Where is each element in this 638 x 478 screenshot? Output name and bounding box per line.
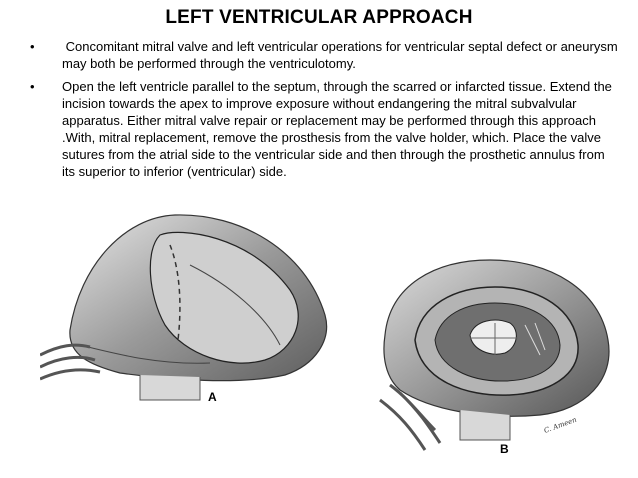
surgical-illustration: A B C. Ameen (40, 205, 630, 475)
bullet-item: • Open the left ventricle parallel to th… (30, 78, 620, 180)
bullet-list: • Concomitant mitral valve and left vent… (30, 38, 620, 186)
bullet-text: Open the left ventricle parallel to the … (62, 79, 612, 179)
panel-b-label: B (500, 442, 509, 456)
panel-b-heart-drawing (379, 259, 610, 451)
bullet-text: Concomitant mitral valve and left ventri… (62, 39, 622, 71)
panel-a-heart-drawing (40, 214, 328, 401)
bullet-marker: • (30, 79, 35, 94)
bullet-marker: • (30, 39, 35, 54)
panel-a-label: A (208, 390, 217, 404)
artist-signature: C. Ameen (543, 416, 578, 435)
bullet-item: • Concomitant mitral valve and left vent… (30, 38, 620, 72)
page-title: LEFT VENTRICULAR APPROACH (165, 7, 473, 28)
